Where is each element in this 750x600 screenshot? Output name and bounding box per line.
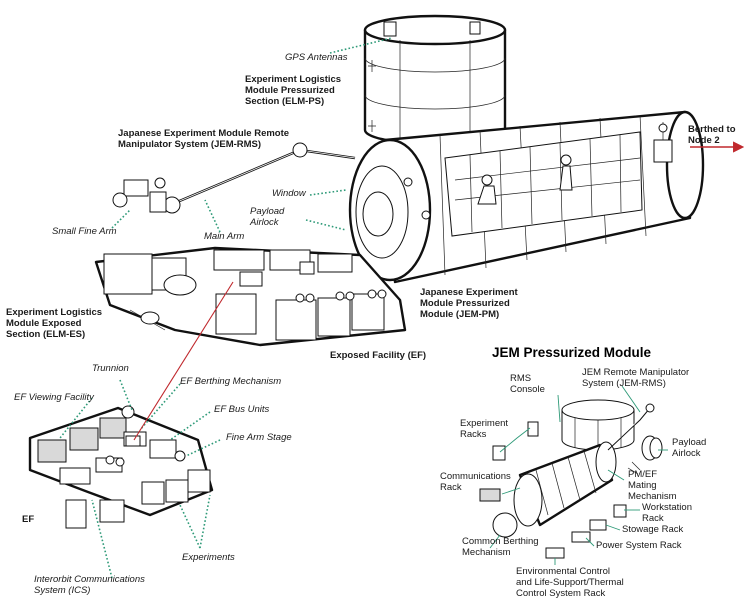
main-arm-label: Main Arm [204,231,245,242]
exposed-facility [94,246,407,347]
leader-lines [59,37,668,579]
exposed-facility-label: Exposed Facility (EF) [330,350,427,361]
communications-rack-label: Communications Rack [440,471,511,493]
common-berthing-mechanism-label: Common Berthing Mechanism [462,536,539,558]
jem-rms-label: Japanese Experiment Module Remote Manipu… [118,128,290,150]
jem-rms-arm [112,142,356,214]
power-system-rack-label: Power System Rack [596,540,682,551]
experiments-label: Experiments [182,552,235,563]
experiment-racks-label: Experiment Racks [460,418,509,440]
small-fine-arm-label: Small Fine Arm [52,226,117,237]
ef-bus-units-label: EF Bus Units [214,404,270,415]
payload-airlock-label: Payload Airlock [250,206,285,228]
eclss-rack-label: Environmental Control and Life-Support/T… [516,566,624,599]
berthed-label: Berthed to Node 2 [688,124,736,146]
pm-detail-title: JEM Pressurized Module [492,345,652,360]
pm-payload-airlock-label: Payload Airlock [672,437,707,459]
ef-detail-illustration [28,405,214,529]
elm-ps-label: Experiment Logistics Module Pressurized … [245,74,342,107]
ef-callout-line [133,281,234,441]
elm-ps-module [363,14,507,146]
jem-pm-module [348,110,705,284]
ics-label: Interorbit Communications System (ICS) [34,574,145,596]
workstation-rack-label: Workstation Rack [642,502,692,524]
ef-viewing-facility-label: EF Viewing Facility [14,392,94,403]
window-label: Window [272,188,306,199]
jem-pm-label: Japanese Experiment Module Pressurized M… [420,287,518,320]
ef-detail-label: EF [22,514,35,525]
fine-arm-stage-label: Fine Arm Stage [226,432,292,443]
pm-detail-illustration [479,399,663,559]
stowage-rack-label: Stowage Rack [622,524,684,535]
gps-antennas-label: GPS Antennas [285,52,348,63]
ef-berthing-mechanism-label: EF Berthing Mechanism [180,376,282,387]
pm-jem-rms-label: JEM Remote Manipulator System (JEM-RMS) [582,367,690,389]
elm-es-label: Experiment Logistics Module Exposed Sect… [6,307,103,340]
trunnion-label: Trunnion [92,363,129,374]
rms-console-label: RMS Console [510,373,545,395]
pm-ef-mating-label: PM/EF Mating Mechanism [628,469,677,502]
